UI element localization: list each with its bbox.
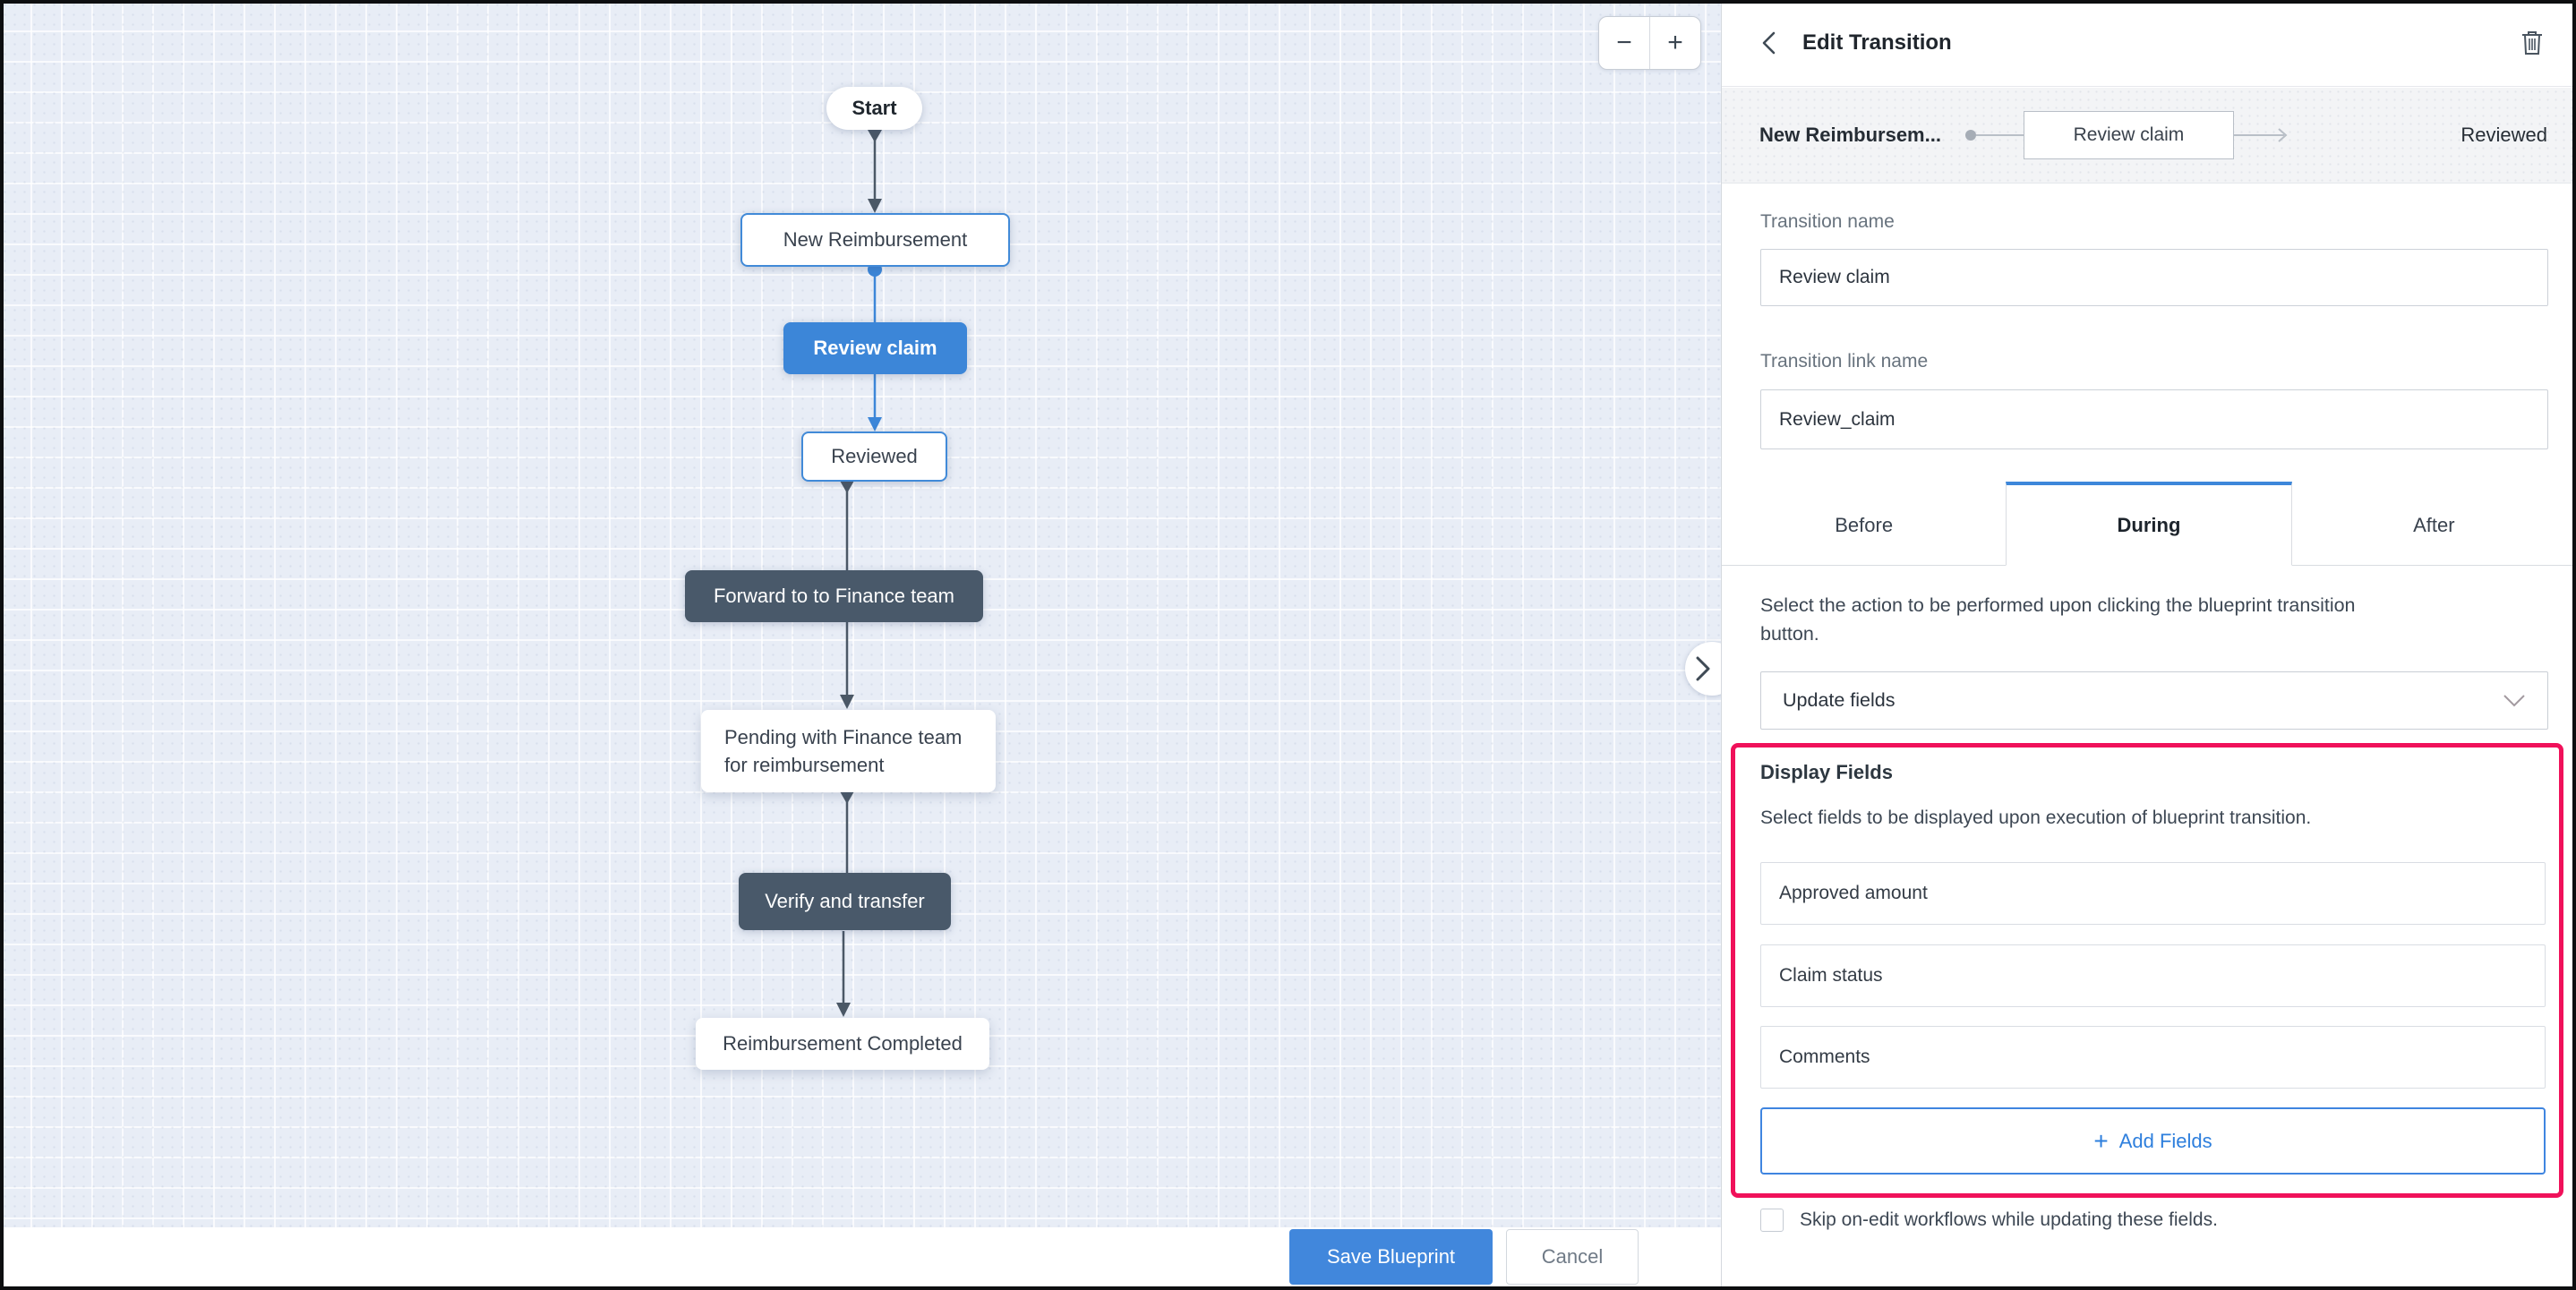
tab-during[interactable]: During xyxy=(2006,482,2292,566)
add-fields-button[interactable]: + Add Fields xyxy=(1760,1107,2546,1175)
panel-title: Edit Transition xyxy=(1802,30,1952,55)
tab-after[interactable]: After xyxy=(2291,482,2576,566)
skip-workflows-label: Skip on-edit workflows while updating th… xyxy=(1800,1209,2218,1230)
node-new-reimbursement[interactable]: New Reimbursement xyxy=(740,213,1010,267)
phase-tabs: Before During After xyxy=(1722,482,2576,566)
transition-link-name-label: Transition link name xyxy=(1760,351,1929,372)
tab-before[interactable]: Before xyxy=(1722,482,2007,566)
save-blueprint-button[interactable]: Save Blueprint xyxy=(1289,1229,1493,1285)
trash-icon xyxy=(2522,31,2542,55)
display-field-claim-status[interactable]: Claim status xyxy=(1760,944,2546,1007)
delete-transition-button[interactable] xyxy=(2520,30,2544,56)
chevron-left-icon xyxy=(1762,31,1776,55)
node-forward-finance[interactable]: Forward to to Finance team xyxy=(685,570,983,622)
workflow-canvas[interactable]: Start New Reimbursement Review claim Rev… xyxy=(0,0,1721,1290)
node-reimbursement-completed[interactable]: Reimbursement Completed xyxy=(696,1018,989,1070)
display-fields-title: Display Fields xyxy=(1760,761,1893,783)
node-reviewed[interactable]: Reviewed xyxy=(801,431,947,482)
panel-header: Edit Transition xyxy=(1722,0,2576,87)
back-button[interactable] xyxy=(1759,30,1777,56)
skip-workflows-row: Skip on-edit workflows while updating th… xyxy=(1760,1209,2218,1232)
action-help-text: Select the action to be performed upon c… xyxy=(1760,594,2356,645)
connector-dot-line xyxy=(1964,130,2024,141)
zoom-in-button[interactable]: + xyxy=(1667,28,1683,57)
summary-to-state: Reviewed xyxy=(2460,124,2547,146)
edit-transition-panel: Edit Transition New Reimbursem... Review… xyxy=(1721,0,2576,1290)
canvas-zoom-controls: − + xyxy=(1598,16,1701,70)
summary-transition-chip[interactable]: Review claim xyxy=(2023,111,2234,159)
display-fields-help: Select fields to be displayed upon execu… xyxy=(1760,807,2312,828)
transition-name-label: Transition name xyxy=(1760,211,1895,232)
flow-connectors xyxy=(836,130,882,1017)
footer-action-bar: Save Blueprint Cancel xyxy=(0,1227,1721,1290)
transition-summary: New Reimbursem... Review claim Reviewed xyxy=(1722,88,2576,184)
chevron-down-icon xyxy=(2503,695,2525,707)
transition-name-input[interactable] xyxy=(1760,249,2548,306)
add-fields-label: Add Fields xyxy=(2118,1129,2212,1152)
action-select[interactable]: Update fields xyxy=(1760,671,2548,730)
skip-workflows-checkbox[interactable] xyxy=(1760,1209,1784,1232)
node-review-claim[interactable]: Review claim xyxy=(783,322,967,374)
summary-from-state: New Reimbursem... xyxy=(1759,124,1941,146)
display-field-approved-amount[interactable]: Approved amount xyxy=(1760,862,2546,925)
action-select-value: Update fields xyxy=(1783,689,1896,711)
node-pending-finance[interactable]: Pending with Finance team for reimbursem… xyxy=(701,710,996,792)
node-start[interactable]: Start xyxy=(826,87,922,130)
node-verify-transfer[interactable]: Verify and transfer xyxy=(739,873,951,930)
display-field-comments[interactable]: Comments xyxy=(1760,1026,2546,1089)
plus-icon: + xyxy=(2093,1126,2109,1155)
chevron-right-icon xyxy=(1696,656,1710,681)
transition-link-name-input[interactable] xyxy=(1760,389,2548,449)
connector-arrow xyxy=(2233,128,2288,142)
zoom-out-button[interactable]: − xyxy=(1599,17,1650,69)
cancel-button[interactable]: Cancel xyxy=(1506,1229,1639,1285)
